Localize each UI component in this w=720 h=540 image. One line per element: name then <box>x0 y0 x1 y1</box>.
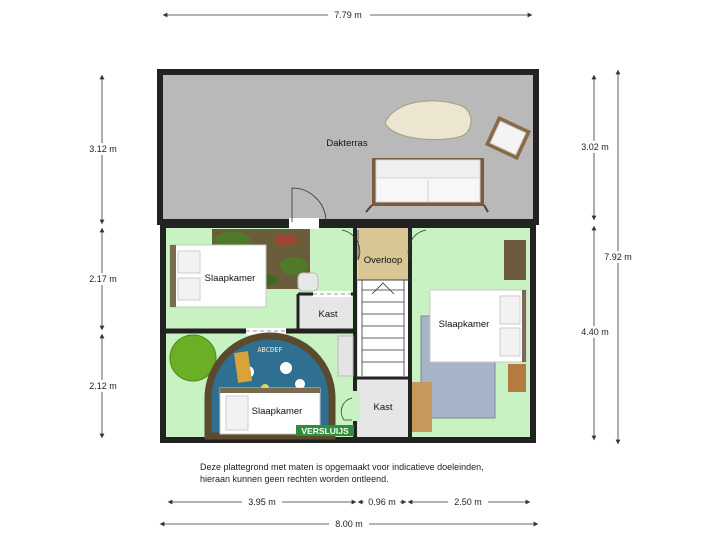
rug-letters: ABCDEF <box>257 346 282 354</box>
dim-left-1-label: 3.12 m <box>89 144 117 154</box>
disclaimer-note: Deze plattegrond met maten is opgemaakt … <box>200 461 530 485</box>
dimension-left: 3.12 m 2.17 m 2.12 m <box>84 74 122 439</box>
dim-bottom-3-label: 2.50 m <box>454 497 482 507</box>
disclaimer-line-1: Deze plattegrond met maten is opgemaakt … <box>200 462 484 472</box>
dim-right-1-label: 3.02 m <box>581 142 609 152</box>
dim-bottom-1-label: 3.95 m <box>248 497 276 507</box>
wardrobe <box>337 335 354 377</box>
terrace: Dakterras <box>157 69 539 225</box>
bedroom-3: Slaapkamer <box>412 240 527 432</box>
nightstand <box>508 364 526 392</box>
stool <box>297 272 319 292</box>
landing-floor <box>358 225 408 280</box>
dimension-top: 7.79 m <box>162 8 533 22</box>
round-rug <box>169 334 217 382</box>
ladder <box>233 351 253 383</box>
versluijs-stamp <box>296 425 354 436</box>
dimension-right: 3.02 m 4.40 m 7.92 m <box>576 69 638 445</box>
dim-right-2-label: 4.40 m <box>581 327 609 337</box>
terrace-door <box>291 187 327 223</box>
closet-door <box>340 397 353 421</box>
dimension-bottom: 3.95 m 0.96 m 2.50 m 8.00 m <box>159 496 539 530</box>
closet-2-label: Kast <box>373 402 392 413</box>
dim-bottom-total-label: 8.00 m <box>335 519 363 529</box>
stamp-label: VERSLUIJS <box>301 426 349 436</box>
sofa <box>365 158 489 213</box>
closet-1-floor <box>298 296 352 330</box>
dim-left-2-label: 2.17 m <box>89 274 117 284</box>
bedroom-1: Slaapkamer <box>169 229 319 308</box>
coffee-table <box>384 100 472 140</box>
dresser <box>504 240 526 280</box>
bedroom-2-label: Slaapkamer <box>252 406 303 417</box>
dim-left-3-label: 2.12 m <box>89 381 117 391</box>
desk <box>412 382 432 432</box>
bedroom-2: ABCDEF Slaapkamer VERSLUIJS <box>169 332 354 440</box>
armchair <box>484 115 532 161</box>
landing-door-left <box>341 229 361 261</box>
disclaimer-line-2: hieraan kunnen geen rechten worden ontle… <box>200 474 389 484</box>
closet-2-floor <box>358 380 408 437</box>
landing-door-right <box>407 229 427 261</box>
dim-right-outer-label: 7.92 m <box>604 252 632 262</box>
bedroom-1-label: Slaapkamer <box>205 273 256 284</box>
landing-label: Overloop <box>364 255 403 266</box>
dim-bottom-2-label: 0.96 m <box>368 497 396 507</box>
closet-1-label: Kast <box>318 309 337 320</box>
bedroom-3-label: Slaapkamer <box>439 319 490 330</box>
stairs <box>358 280 408 378</box>
dim-top-label: 7.79 m <box>334 10 362 20</box>
terrace-label: Dakterras <box>326 138 367 149</box>
